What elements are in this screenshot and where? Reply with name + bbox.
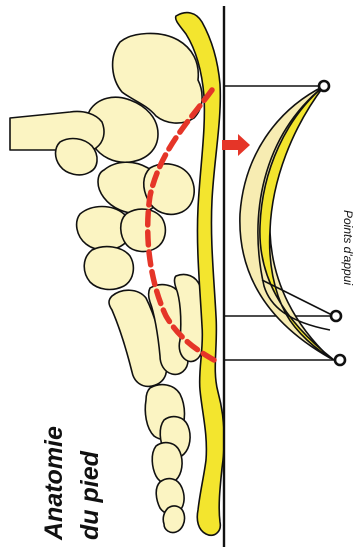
ring-icon [331,311,341,321]
fibula-joint [56,139,98,175]
foot-skeleton [10,33,203,532]
phalanx-middle-2 [152,443,182,484]
title-line-2: du pied [76,450,104,540]
arch-tripod-back [240,86,330,358]
cuneiform-bone-2 [121,209,166,251]
support-diagram [222,81,345,365]
cuneiform-bone-3 [84,247,133,290]
phalanx-distal-2 [163,506,184,533]
ring-icon [335,355,345,365]
title-line-1: Anatomie [40,426,68,541]
red-arrow-right-icon [222,134,250,156]
support-points-label: Points d'appui [341,210,354,285]
ring-icon [319,81,329,91]
